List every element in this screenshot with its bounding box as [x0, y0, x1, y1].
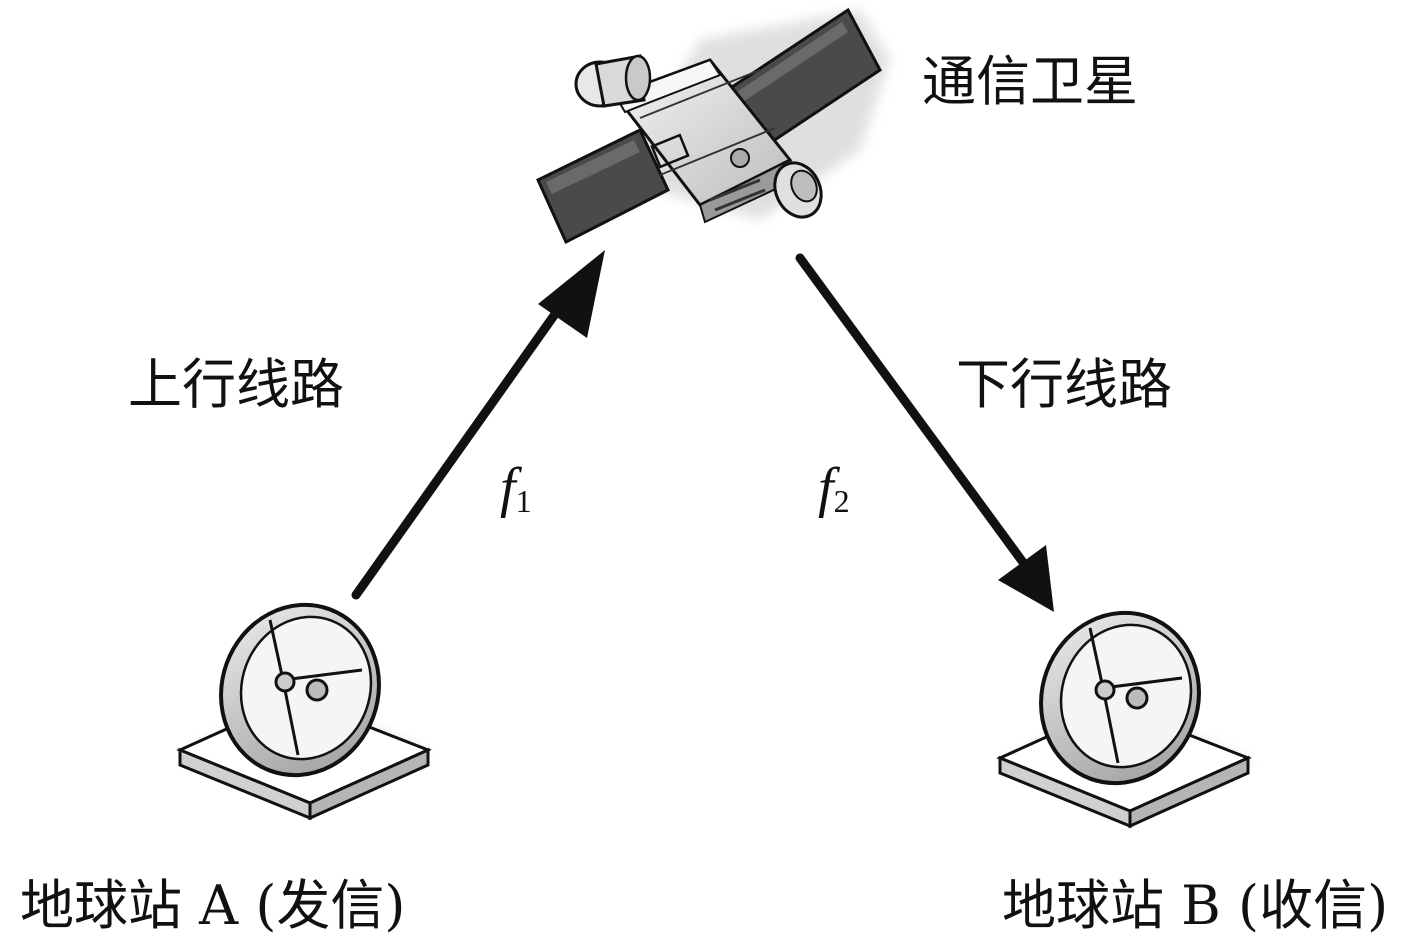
uplink-frequency-subscript: 1	[515, 483, 532, 519]
downlink-frequency: f2	[818, 458, 850, 531]
satellite-icon	[536, 7, 890, 245]
uplink-label: 上行线路	[128, 353, 344, 416]
satellite-antenna	[773, 161, 823, 219]
uplink-arrow	[351, 250, 605, 600]
station-b-label: 地球站 B (收信)	[1002, 874, 1389, 937]
satellite-body	[612, 58, 797, 224]
downlink-label: 下行线路	[956, 353, 1172, 416]
satellite-label: 通信卫星	[922, 50, 1138, 113]
station-a-dish	[176, 602, 432, 821]
downlink-frequency-subscript: 2	[833, 483, 850, 519]
uplink-frequency: f1	[500, 458, 532, 531]
satellite-thruster	[574, 54, 652, 108]
uplink-frequency-symbol: f	[500, 457, 516, 519]
downlink-arrow	[795, 253, 1054, 612]
solar-panel-left	[536, 127, 670, 245]
station-a-label: 地球站 A (发信)	[20, 874, 406, 937]
satellite-dish-icon	[996, 610, 1252, 829]
satellite-dish-icon	[176, 602, 432, 821]
station-b-dish	[996, 610, 1252, 829]
downlink-frequency-symbol: f	[818, 457, 834, 519]
